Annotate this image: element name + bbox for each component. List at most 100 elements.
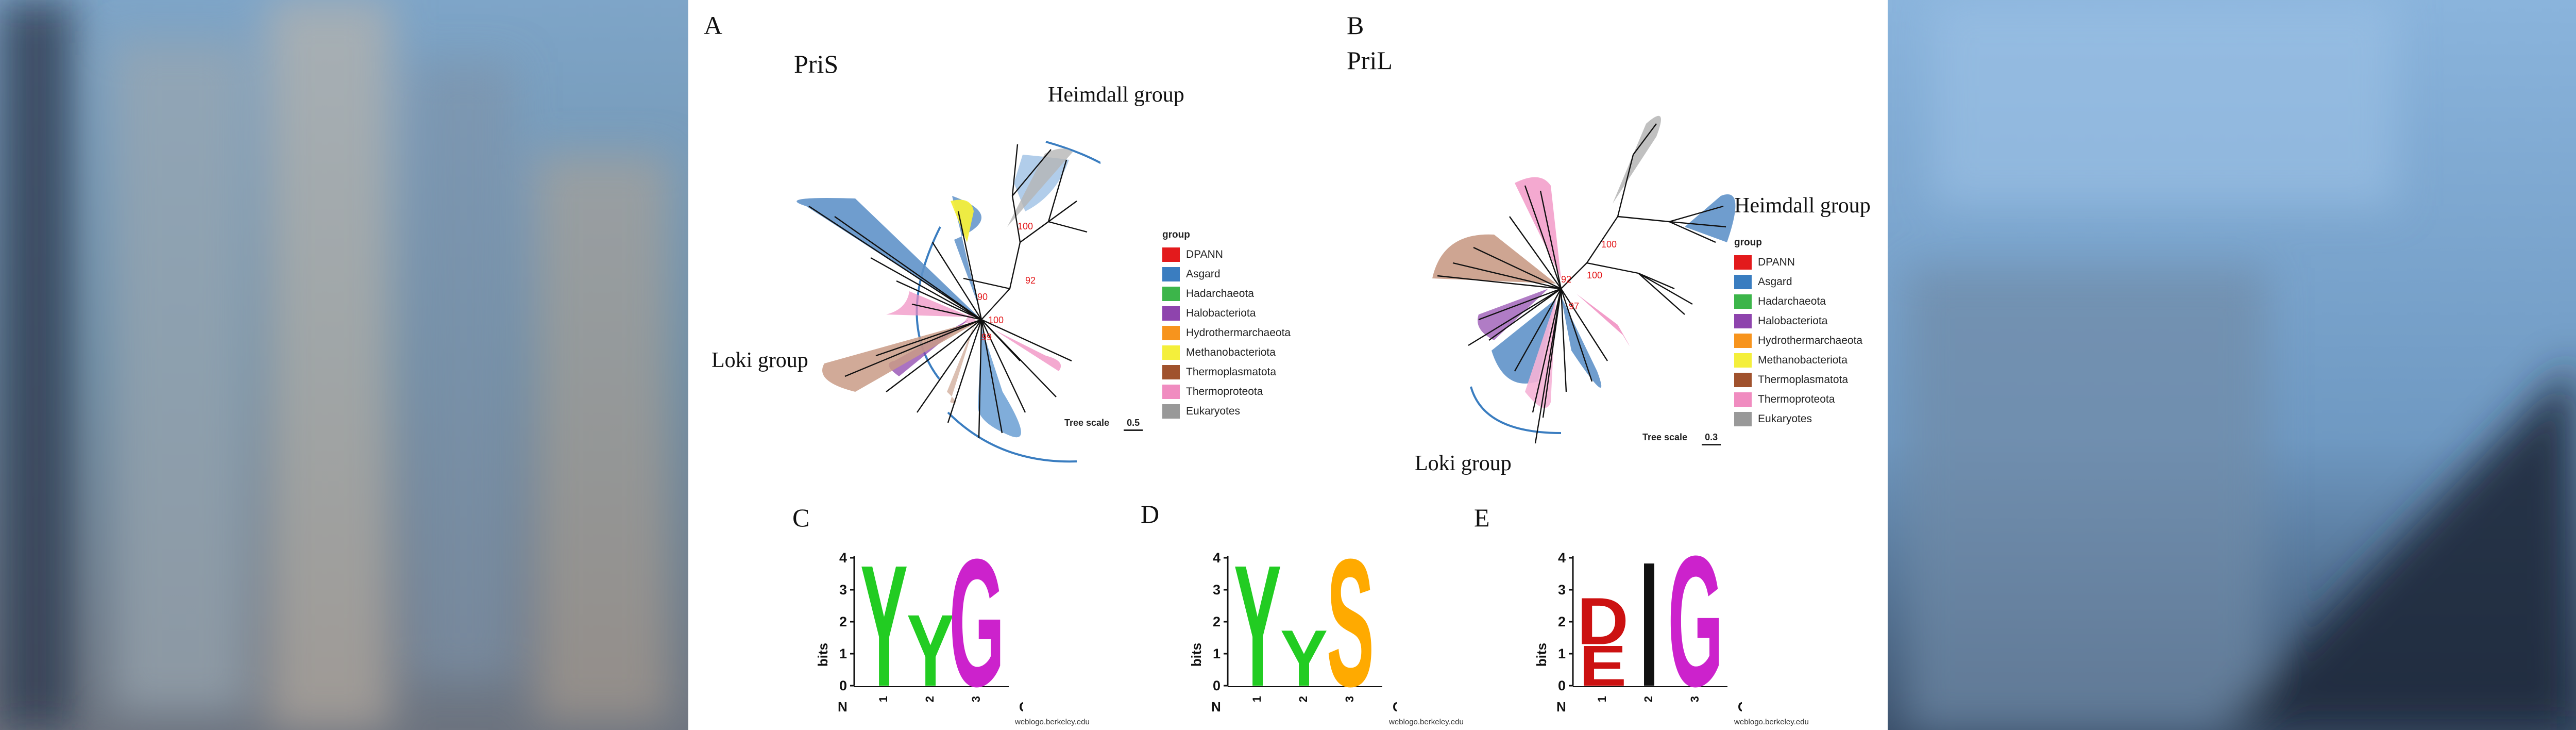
bootstrap-b-2: 100: [1587, 270, 1602, 280]
logo-letter-g-pos3: G: [949, 536, 1005, 724]
legend-item-asgard-a: Asgard: [1162, 264, 1291, 284]
weblogo-credit-e: weblogo.berkeley.edu: [1734, 718, 1809, 726]
logo-c-terminus: C: [1019, 699, 1023, 715]
tree-title-pril: PriL: [1347, 46, 1393, 75]
legend-label: Asgard: [1186, 268, 1221, 280]
sequence-logo-e: 01234bitsNCD1I2G3E: [1534, 536, 1742, 726]
legend-label: DPANN: [1186, 248, 1223, 260]
logo-y-tick-label: 0: [839, 678, 847, 693]
legend-label: Hadarchaeota: [1758, 295, 1826, 307]
bootstrap-a-4: 99: [981, 332, 992, 342]
logo-y-tick-label: 2: [839, 614, 847, 629]
legend-title-a: group: [1162, 229, 1190, 240]
logo-y-label: bits: [1189, 643, 1204, 667]
heimdall-label-b: Heimdall group: [1734, 194, 1871, 218]
sequence-logo-c: 01234bitsNCY1Y2G3: [815, 536, 1023, 724]
logo-y-tick-label: 3: [1558, 582, 1566, 598]
logo-position-label: 1: [1250, 696, 1263, 702]
legend-title-b: group: [1734, 237, 1762, 248]
logo-letter-i-pos2: I: [1639, 536, 1659, 723]
tree-scale-value-a: 0.5: [1124, 418, 1143, 431]
logo-n-terminus: N: [1556, 699, 1566, 715]
logo-c-terminus: C: [1738, 699, 1742, 715]
legend-item-thermoplasmatota-a: Thermoplasmatota: [1162, 362, 1291, 382]
legend-item-thermoproteota-a: Thermoproteota: [1162, 382, 1291, 402]
figure-panel: A PriS Heimdall group Loki group: [688, 0, 1888, 730]
legend-label: Thermoproteota: [1186, 386, 1263, 397]
legend-item-asgard-b: Asgard: [1734, 272, 1862, 292]
logo-position-label: 1: [877, 696, 890, 702]
weblogo-credit-d: weblogo.berkeley.edu: [1389, 718, 1464, 726]
legend-label: Eukaryotes: [1186, 405, 1241, 417]
logo-y-tick-label: 2: [1558, 614, 1566, 629]
logo-c-terminus: C: [1393, 699, 1397, 715]
logo-y-tick-label: 2: [1213, 614, 1221, 629]
bootstrap-a-3: 100: [988, 315, 1004, 325]
panel-label-e: E: [1474, 503, 1490, 532]
logo-position-label: 1: [1596, 696, 1608, 702]
logo-y-tick-label: 0: [1558, 678, 1566, 693]
legend-item-hadarchaeota-a: Hadarchaeota: [1162, 284, 1291, 304]
logo-y-tick-label: 4: [1213, 550, 1221, 566]
bootstrap-a-0: 100: [1018, 221, 1033, 231]
tree-b: 100 92 100 97: [1432, 115, 1736, 444]
bootstrap-a-2: 90: [977, 292, 988, 302]
logo-letter-y-pos1: Y: [860, 536, 908, 723]
legend-item-hydrothermarchaeota-a: Hydrothermarchaeota: [1162, 323, 1291, 343]
legend-label: Hadarchaeota: [1186, 288, 1254, 300]
legend-a: group DPANN Asgard Hadarchaeota Halobact…: [1162, 229, 1291, 421]
legend-label: Thermoplasmatota: [1758, 374, 1849, 386]
legend-label: Asgard: [1758, 276, 1792, 288]
logo-letter-y-pos1: Y: [1234, 536, 1281, 723]
logo-letter-d-pos1: D: [1577, 585, 1629, 659]
legend-item-thermoplasmatota-b: Thermoplasmatota: [1734, 370, 1862, 390]
logo-y-tick-label: 1: [839, 646, 847, 661]
bootstrap-b-0: 100: [1601, 239, 1617, 250]
legend-label: Hydrothermarchaeota: [1758, 335, 1863, 346]
logo-position-label: 3: [1343, 696, 1356, 702]
legend-item-dpann-b: DPANN: [1734, 253, 1862, 272]
logo-y-tick-label: 3: [1213, 582, 1221, 598]
logo-y-tick-label: 0: [1213, 678, 1221, 693]
legend-item-dpann-a: DPANN: [1162, 245, 1291, 264]
logo-y-tick-label: 1: [1213, 646, 1221, 661]
panel-label-c: C: [792, 503, 810, 532]
legend-item-thermoproteota-b: Thermoproteota: [1734, 390, 1862, 409]
logo-letter-g-pos3: G: [1668, 536, 1723, 726]
panel-label-a: A: [704, 11, 723, 40]
loki-label-b: Loki group: [1415, 452, 1512, 475]
legend-label: Halobacteriota: [1186, 307, 1256, 319]
weblogo-credit-c: weblogo.berkeley.edu: [1015, 718, 1090, 726]
tree-title-pris: PriS: [794, 49, 839, 78]
bootstrap-a-1: 92: [1025, 275, 1036, 286]
logo-y-label: bits: [1534, 643, 1549, 667]
legend-label: DPANN: [1758, 256, 1795, 268]
legend-label: Eukaryotes: [1758, 413, 1812, 425]
heimdall-label-a: Heimdall group: [1048, 83, 1184, 107]
bootstrap-b-1: 92: [1561, 274, 1571, 285]
legend-item-methanobacteriota-b: Methanobacteriota: [1734, 351, 1862, 370]
logo-letter-y-pos2: Y: [1280, 614, 1328, 703]
legend-label: Halobacteriota: [1758, 315, 1828, 327]
legend-label: Thermoplasmatota: [1186, 366, 1277, 378]
legend-item-eukaryotes-b: Eukaryotes: [1734, 409, 1862, 429]
logo-letter-e-pos1: E: [1579, 634, 1626, 698]
legend-item-hydrothermarchaeota-b: Hydrothermarchaeota: [1734, 331, 1862, 351]
loki-label-a: Loki group: [711, 349, 808, 372]
logo-position-label: 2: [1642, 696, 1655, 702]
logo-y-tick-label: 3: [839, 582, 847, 598]
bootstrap-b-3: 97: [1569, 301, 1579, 311]
logo-y-tick-label: 4: [1558, 550, 1566, 566]
legend-item-eukaryotes-a: Eukaryotes: [1162, 402, 1291, 421]
logo-y-tick-label: 4: [839, 550, 847, 566]
logo-position-label: 2: [923, 696, 936, 702]
panel-label-b: B: [1347, 11, 1364, 40]
tree-scale-value-b: 0.3: [1702, 432, 1721, 445]
logo-position-label: 2: [1297, 696, 1310, 702]
legend-item-halobacteriota-a: Halobacteriota: [1162, 304, 1291, 323]
logo-position-label: 3: [970, 696, 982, 702]
legend-label: Hydrothermarchaeota: [1186, 327, 1291, 339]
